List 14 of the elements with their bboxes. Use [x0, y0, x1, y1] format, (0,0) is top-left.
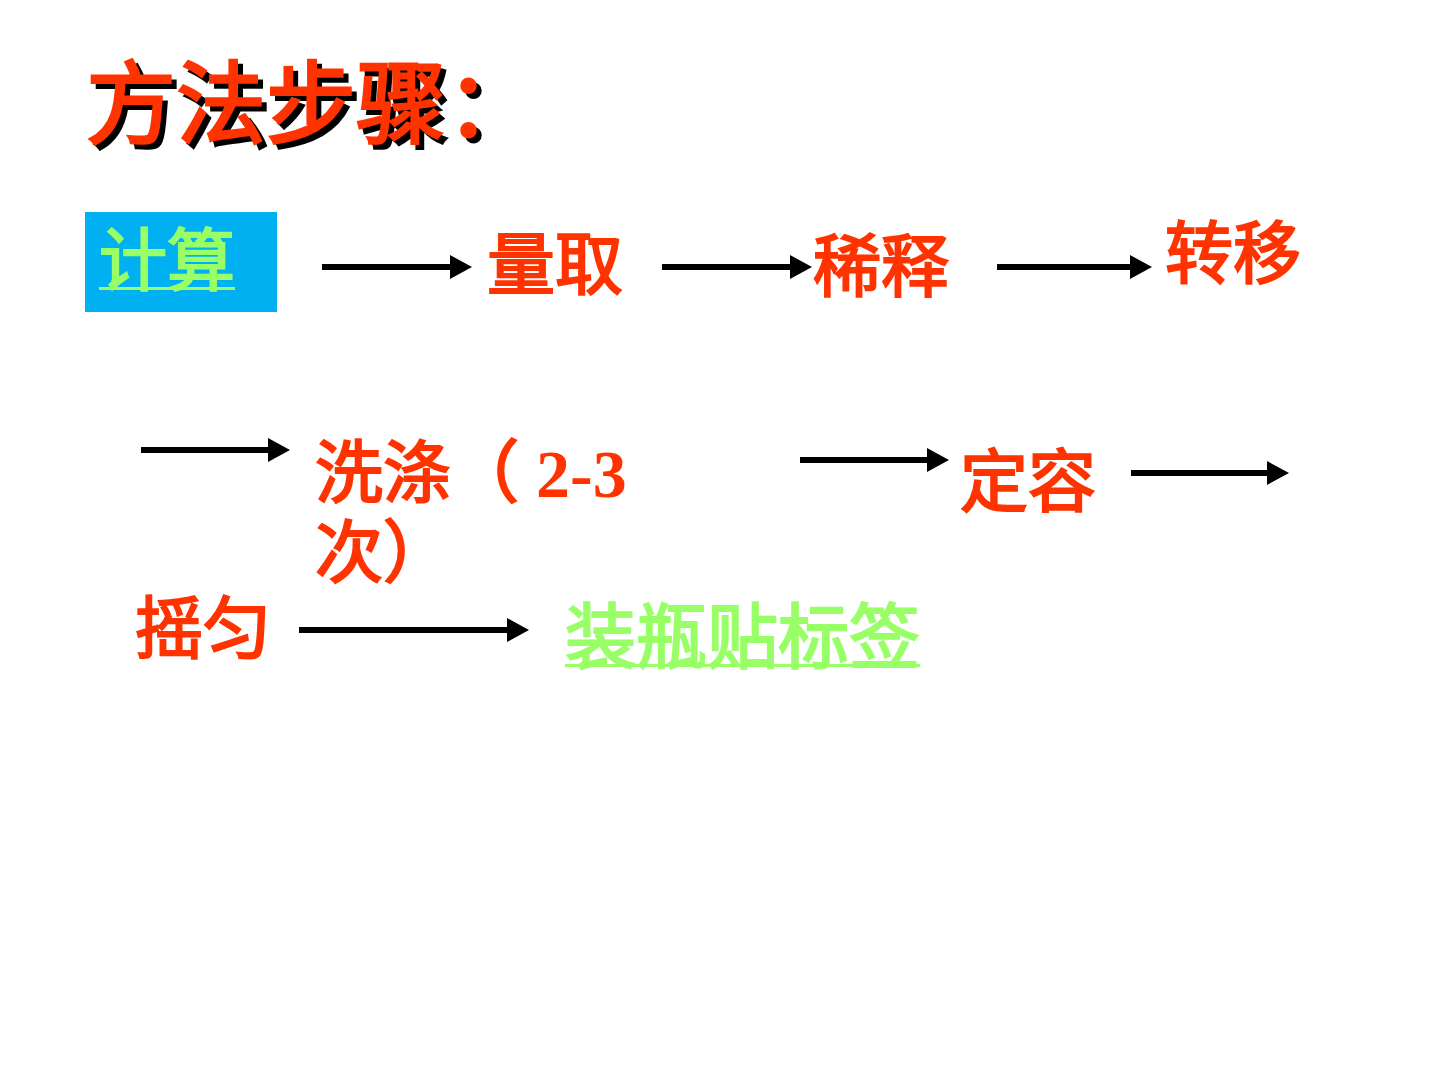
arrow [1131, 461, 1289, 485]
step-label: 洗涤（ 2-3次） [315, 434, 650, 594]
step-label: 稀释 [813, 234, 949, 302]
arrow [662, 255, 812, 279]
arrow [800, 448, 949, 472]
arrow [141, 438, 290, 462]
arrow [997, 255, 1152, 279]
arrow [322, 255, 472, 279]
step-label: 量取 [487, 232, 623, 300]
arrow [299, 618, 529, 642]
step-box: 计算 [85, 212, 277, 312]
step-label: 转移 [1165, 221, 1301, 289]
title: 方法步骤： [86, 60, 536, 150]
step-label: 摇匀 [135, 596, 271, 664]
